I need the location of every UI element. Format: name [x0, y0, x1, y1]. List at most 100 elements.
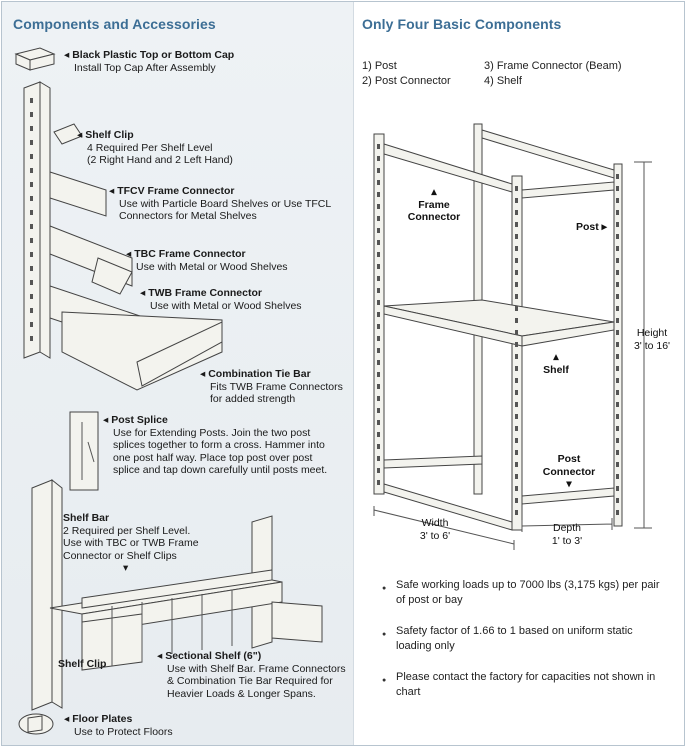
post-slot	[616, 426, 619, 431]
post-slot	[515, 450, 518, 455]
post-slot	[616, 330, 619, 335]
post-slot	[30, 224, 33, 229]
post-slot	[515, 462, 518, 467]
post-slot	[515, 246, 518, 251]
shelf-clip-drawing	[53, 123, 83, 145]
label-sectional-shelf: ◂ Sectional Shelf (6")Use with Shelf Bar…	[157, 650, 346, 700]
post-slot	[377, 288, 380, 293]
post-slot	[515, 474, 518, 479]
components-heading: Components and Accessories	[13, 16, 216, 32]
post-slot	[30, 336, 33, 341]
post-slot	[30, 252, 33, 257]
post-slot	[616, 222, 619, 227]
post-slot	[515, 258, 518, 263]
post-slot	[616, 474, 619, 479]
post-slot	[616, 270, 619, 275]
basic-components-heading: Only Four Basic Components	[362, 16, 562, 32]
note-contact-factory: Please contact the factory for capacitie…	[382, 670, 662, 700]
post-slot	[30, 112, 33, 117]
lower-assembly-drawing	[31, 478, 323, 711]
post-slot	[515, 390, 518, 395]
post-slot	[377, 312, 380, 317]
post-slot	[616, 498, 619, 503]
callout-frame-connector: ▴Frame Connector	[407, 186, 461, 223]
post-slot	[515, 342, 518, 347]
post-slot	[377, 216, 380, 221]
post-slot	[616, 342, 619, 347]
post-slot	[30, 98, 33, 103]
post-slot	[30, 196, 33, 201]
post-slot	[30, 308, 33, 313]
floor-plate-drawing	[18, 713, 54, 735]
post-slot	[377, 324, 380, 329]
post-slot	[515, 510, 518, 515]
post-slot	[30, 266, 33, 271]
callout-post: Post ▸	[576, 221, 607, 233]
post-slot	[377, 444, 380, 449]
shelving-rack-diagram	[373, 123, 652, 550]
post-slot	[377, 276, 380, 281]
note-safety-factor: Safety factor of 1.66 to 1 based on unif…	[382, 624, 662, 654]
post-slot	[616, 438, 619, 443]
post-slot	[515, 234, 518, 239]
post-slot	[515, 318, 518, 323]
post-slot	[515, 378, 518, 383]
post-slot	[377, 144, 380, 149]
post-slot	[377, 480, 380, 485]
tfcv-drawing	[49, 171, 107, 217]
components-panel: Components and Accessories	[2, 2, 354, 745]
components-illustration	[14, 47, 323, 735]
post-slot	[30, 280, 33, 285]
post-slot	[515, 270, 518, 275]
component-item-1: 1) Post	[362, 60, 397, 72]
post-slot	[515, 306, 518, 311]
component-item-3: 3) Frame Connector (Beam)	[484, 60, 622, 72]
post-slot	[515, 498, 518, 503]
post-slot	[377, 420, 380, 425]
callout-shelf: ▴Shelf	[543, 351, 569, 376]
post-slot	[616, 390, 619, 395]
post-slot	[515, 222, 518, 227]
post-slot	[515, 426, 518, 431]
top-cap-drawing	[14, 47, 56, 71]
post-slot	[377, 360, 380, 365]
post-slot	[377, 180, 380, 185]
post-slot	[616, 510, 619, 515]
component-item-4: 4) Shelf	[484, 75, 522, 87]
post-slot	[377, 372, 380, 377]
capacity-notes: Safe working loads up to 7000 lbs (3,175…	[382, 578, 662, 716]
upper-post-drawing	[23, 81, 51, 359]
post-slot	[377, 432, 380, 437]
post-slot	[616, 450, 619, 455]
post-slot	[616, 258, 619, 263]
post-slot	[30, 140, 33, 145]
post-slot	[616, 354, 619, 359]
post-slot	[30, 182, 33, 187]
twb-drawing	[49, 285, 223, 391]
component-item-2: 2) Post Connector	[362, 75, 451, 87]
post-slot	[377, 240, 380, 245]
post-slot	[616, 366, 619, 371]
post-slot	[377, 396, 380, 401]
post-slot	[616, 462, 619, 467]
post-slot	[377, 456, 380, 461]
post-slot	[377, 264, 380, 269]
post-splice-drawing	[69, 411, 99, 491]
post-slot	[377, 348, 380, 353]
post-slot	[616, 402, 619, 407]
post-slot	[377, 300, 380, 305]
post-slot	[30, 126, 33, 131]
post-slot	[515, 198, 518, 203]
post-slot	[30, 238, 33, 243]
component-list-col2: 3) Frame Connector (Beam) 4) Shelf	[484, 59, 622, 89]
